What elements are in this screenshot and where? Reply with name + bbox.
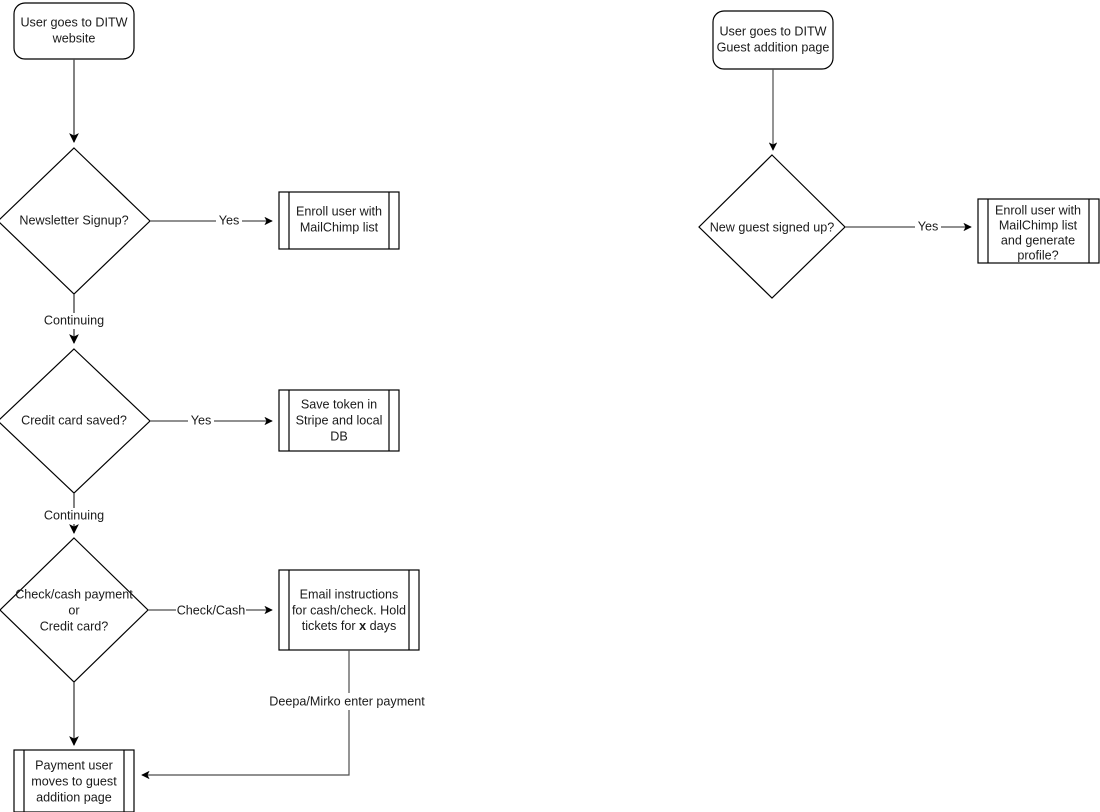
enroll-mailchimp-label-line1: Enroll user with [296,204,382,218]
node-new-guest-decision[interactable]: New guest signed up? [698,154,846,299]
enroll-and-profile-box [977,198,1100,264]
save-token-label-line1: Save token in [301,397,377,411]
edge-newsletter-continuing-label-bg [35,313,97,329]
edge-newsletter-continuing-label: Continuing [44,313,104,327]
email-instructions-label-line1: Email instructions [300,587,399,601]
edge-creditcard-yes: Yes [150,413,273,429]
enroll-and-profile-label-line2: MailChimp list [999,218,1078,232]
start-guest-page-label-line1: User goes to DITW [719,24,826,38]
edge-new-guest-yes-label-bg [915,219,941,235]
edge-email-to-payment-user-label: Deepa/Mirko enter payment [269,694,425,708]
email-instructions-line3-post: days [366,619,396,633]
node-payment-type-decision[interactable]: Check/cash payment or Credit card? [0,537,149,683]
save-token-box [278,389,400,452]
enroll-and-profile-label-line4: profile? [1017,248,1058,262]
email-instructions-line3-bold: x [359,619,366,633]
enroll-mailchimp-box [278,191,400,250]
edge-new-guest-yes: Yes [845,219,972,235]
edge-payment-checkcash-label: Check/Cash [177,603,246,617]
edge-payment-checkcash-label-bg [176,602,246,618]
payment-type-decision-label-line1: Check/cash payment [15,587,133,601]
newsletter-decision-label: Newsletter Signup? [19,213,128,227]
payment-user-moves-label-line1: Payment user [35,758,113,772]
email-instructions-label-line3: tickets for x days [302,619,397,633]
new-guest-decision-label: New guest signed up? [710,220,835,234]
payment-type-decision-label-line3: Credit card? [40,619,109,633]
edge-newsletter-continuing: Continuing [35,294,104,344]
node-credit-card-decision[interactable]: Credit card saved? [0,348,151,494]
edge-newsletter-yes-label: Yes [219,213,240,227]
edge-creditcard-continuing-label: Continuing [44,508,104,522]
node-payment-user-moves[interactable]: Payment user moves to guest addition pag… [13,749,135,812]
edge-creditcard-continuing: Continuing [35,493,104,534]
node-start-guest-page[interactable]: User goes to DITW Guest addition page [712,10,834,70]
enroll-mailchimp-label-line2: MailChimp list [300,220,379,234]
start-website-label-line2: website [52,31,96,45]
edge-creditcard-yes-label: Yes [191,413,212,427]
save-token-label-line2: Stripe and local [296,413,383,427]
node-email-instructions[interactable]: Email instructions for cash/check. Hold … [278,569,420,651]
edge-creditcard-yes-label-bg [188,413,214,429]
node-save-token[interactable]: Save token in Stripe and local DB [278,389,400,452]
payment-user-moves-box [13,749,135,812]
enroll-and-profile-label-line1: Enroll user with [995,203,1081,217]
email-instructions-line3-pre: tickets for [302,619,359,633]
edge-creditcard-continuing-label-bg [35,508,97,524]
start-website-label-line1: User goes to DITW [20,15,127,29]
start-guest-page-label-line2: Guest addition page [717,40,830,54]
payment-type-decision-label-line2: or [68,603,79,617]
edge-newsletter-yes: Yes [150,213,273,229]
node-enroll-mailchimp[interactable]: Enroll user with MailChimp list [278,191,400,250]
edge-email-to-payment-user: Deepa/Mirko enter payment [141,650,426,780]
payment-user-moves-label-line3: addition page [36,790,112,804]
node-start-website[interactable]: User goes to DITW website [13,2,135,60]
edge-email-to-payment-user-label-bg [268,693,426,710]
credit-card-decision-label: Credit card saved? [21,413,127,427]
email-instructions-label-line2: for cash/check. Hold [292,603,406,617]
new-guest-decision-diamond [698,154,846,299]
edge-email-to-payment-user-path [141,650,350,780]
edge-new-guest-yes-label: Yes [918,219,939,233]
enroll-and-profile-label-line3: and generate [1001,233,1075,247]
payment-user-moves-label-line2: moves to guest [31,774,117,788]
edge-payment-checkcash: Check/Cash [148,602,273,618]
node-newsletter-decision[interactable]: Newsletter Signup? [0,147,151,295]
save-token-label-line3: DB [330,429,348,443]
node-enroll-and-profile[interactable]: Enroll user with MailChimp list and gene… [977,198,1100,264]
edge-newsletter-yes-label-bg [216,213,242,229]
